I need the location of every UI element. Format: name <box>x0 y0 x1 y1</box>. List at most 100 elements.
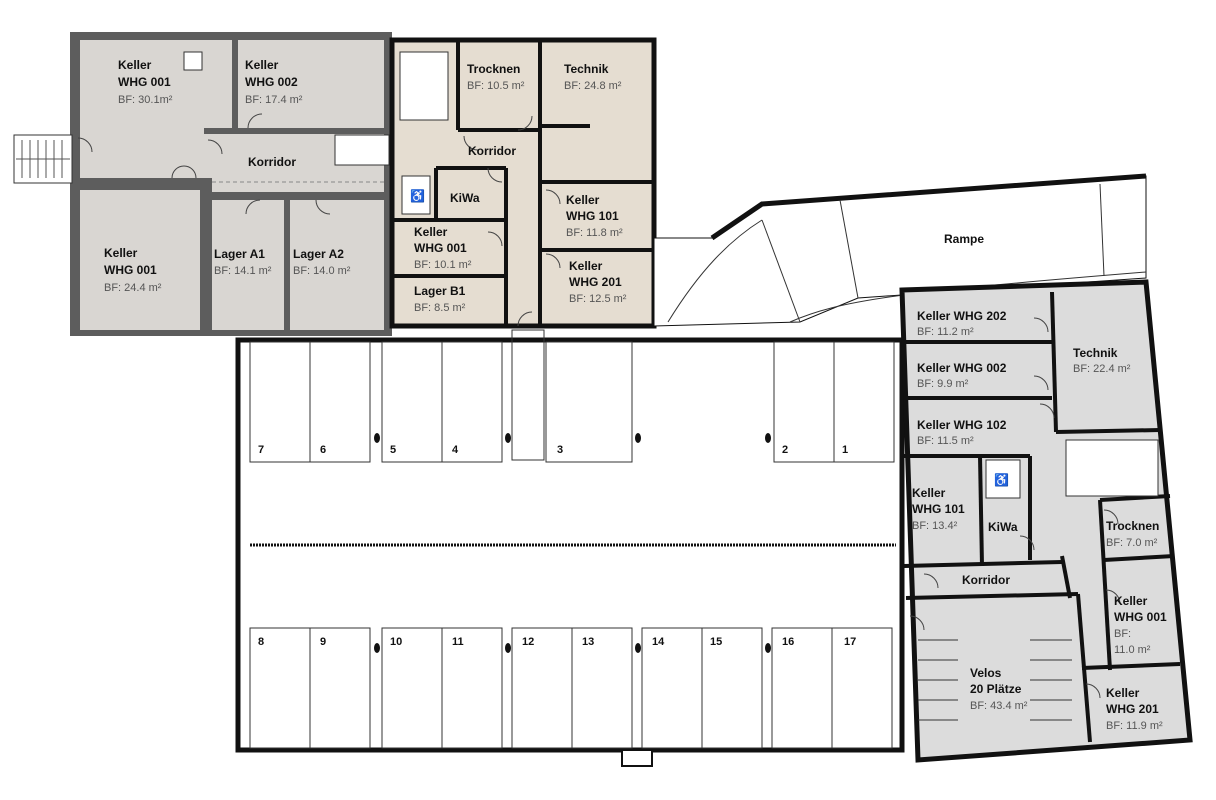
lager-a2-area: BF: 14.0 m² <box>293 265 351 277</box>
trocknen-mid-area: BF: 10.5 m² <box>467 80 525 92</box>
parking-1: 1 <box>842 444 848 456</box>
wall <box>284 200 290 330</box>
wheelchair-icon: ♿ <box>994 473 1009 487</box>
keller-101-right-line1: Keller <box>912 486 946 500</box>
wheelchair-icon: ♿ <box>410 189 425 203</box>
wall <box>212 192 384 200</box>
parking-14: 14 <box>652 636 665 648</box>
keller-001-top-line1: Keller <box>118 58 152 72</box>
trocknen-right-name: Trocknen <box>1106 519 1159 533</box>
keller-001-bottom-line1: Keller <box>104 246 138 260</box>
ramp-line <box>839 199 859 299</box>
keller-201-right-line2: WHG 201 <box>1106 702 1159 716</box>
ramp-line <box>1099 183 1105 277</box>
wall <box>80 178 204 190</box>
technik-mid-name: Technik <box>564 62 609 76</box>
keller-001-mid-line1: Keller <box>414 225 448 239</box>
parking-17: 17 <box>844 636 856 648</box>
trocknen-right-area: BF: 7.0 m² <box>1106 537 1158 549</box>
parking-bays <box>249 329 895 749</box>
ramp-line <box>761 219 801 323</box>
wheelchair-wc <box>401 175 431 215</box>
keller-001-right-line2: WHG 001 <box>1114 610 1167 624</box>
keller-201-mid-area: BF: 12.5 m² <box>569 293 627 305</box>
lager-a2-name: Lager A2 <box>293 247 344 261</box>
keller-001-right-line1: Keller <box>1114 594 1148 608</box>
stair-right <box>334 134 390 166</box>
keller-102-right-area: BF: 11.5 m² <box>917 435 974 447</box>
keller-102-right-name: Keller WHG 102 <box>917 418 1007 432</box>
keller-101-mid-line2: WHG 101 <box>566 209 619 223</box>
parking-3: 3 <box>557 444 563 456</box>
stair-small <box>183 51 203 71</box>
keller-202-right-area: BF: 11.2 m² <box>917 326 974 338</box>
korridor-right: Korridor <box>962 573 1010 587</box>
wall <box>200 178 212 330</box>
keller-002-right-name: Keller WHG 002 <box>917 361 1007 375</box>
rampe-label: Rampe <box>944 232 984 246</box>
ramp-wall <box>710 173 1147 241</box>
wall <box>204 128 384 134</box>
kiwa-mid: KiWa <box>450 191 480 205</box>
keller-201-right-line1: Keller <box>1106 686 1140 700</box>
middle-walls <box>392 40 654 326</box>
keller-001-mid-area: BF: 10.1 m² <box>414 259 472 271</box>
keller-002-right-area: BF: 9.9 m² <box>917 378 969 390</box>
parking-8: 8 <box>258 636 264 648</box>
parking-7: 7 <box>258 444 264 456</box>
ramp-curve <box>789 271 1147 323</box>
lager-a1-area: BF: 14.1 m² <box>214 265 272 277</box>
keller-001-bottom-line2: WHG 001 <box>104 263 157 277</box>
keller-001-mid-line2: WHG 001 <box>414 241 467 255</box>
parking-16: 16 <box>782 636 794 648</box>
entry-stair-steps <box>16 140 70 178</box>
korridor-mid: Korridor <box>468 144 516 158</box>
parking-5: 5 <box>390 444 396 456</box>
keller-001-top-area: BF: 30.1m² <box>118 94 173 106</box>
technik-right-name: Technik <box>1073 346 1118 360</box>
keller-001-bottom-area: BF: 24.4 m² <box>104 282 162 294</box>
parking-4: 4 <box>452 444 459 456</box>
right-walls <box>903 291 1181 743</box>
parking-11: 11 <box>452 636 464 648</box>
doors <box>77 113 1121 699</box>
keller-202-right-name: Keller WHG 202 <box>917 309 1007 323</box>
parking-9: 9 <box>320 636 326 648</box>
korridor-left: Korridor <box>248 155 296 169</box>
parking-6: 6 <box>320 444 326 456</box>
ramp-curve <box>667 219 763 323</box>
parking-15: 15 <box>710 636 722 648</box>
bike-racks <box>918 639 1072 721</box>
parking-2: 2 <box>782 444 788 456</box>
keller-001-right-line3: BF: <box>1114 628 1131 640</box>
lager-b1-name: Lager B1 <box>414 284 466 298</box>
technik-right-area: BF: 22.4 m² <box>1073 363 1131 375</box>
velos-line1: Velos <box>970 666 1002 680</box>
keller-002-line1: Keller <box>245 58 279 72</box>
columns <box>374 433 771 653</box>
keller-101-mid-line1: Keller <box>566 193 600 207</box>
keller-201-right-area: BF: 11.9 m² <box>1106 720 1163 732</box>
keller-101-right-line2: WHG 101 <box>912 502 965 516</box>
parking-13: 13 <box>582 636 594 648</box>
right-building <box>899 279 1193 763</box>
velos-area: BF: 43.4 m² <box>970 700 1028 712</box>
lager-a1-name: Lager A1 <box>214 247 265 261</box>
keller-001-right-area: 11.0 m² <box>1114 644 1151 656</box>
kiwa-right: KiWa <box>988 520 1018 534</box>
keller-201-mid-line1: Keller <box>569 259 603 273</box>
technik-mid-area: BF: 24.8 m² <box>564 80 622 92</box>
lager-b1-area: BF: 8.5 m² <box>414 302 466 314</box>
keller-201-mid-line2: WHG 201 <box>569 275 622 289</box>
right-wheelchair-wc <box>985 459 1021 499</box>
right-stair <box>1065 439 1159 497</box>
wall <box>232 40 238 130</box>
parking-12: 12 <box>522 636 534 648</box>
keller-001-top-line2: WHG 001 <box>118 75 171 89</box>
keller-101-mid-area: BF: 11.8 m² <box>566 227 623 239</box>
trocknen-mid-name: Trocknen <box>467 62 520 76</box>
keller-101-right-area: BF: 13.4² <box>912 520 958 532</box>
keller-002-line2: WHG 002 <box>245 75 298 89</box>
keller-002-area: BF: 17.4 m² <box>245 94 303 106</box>
